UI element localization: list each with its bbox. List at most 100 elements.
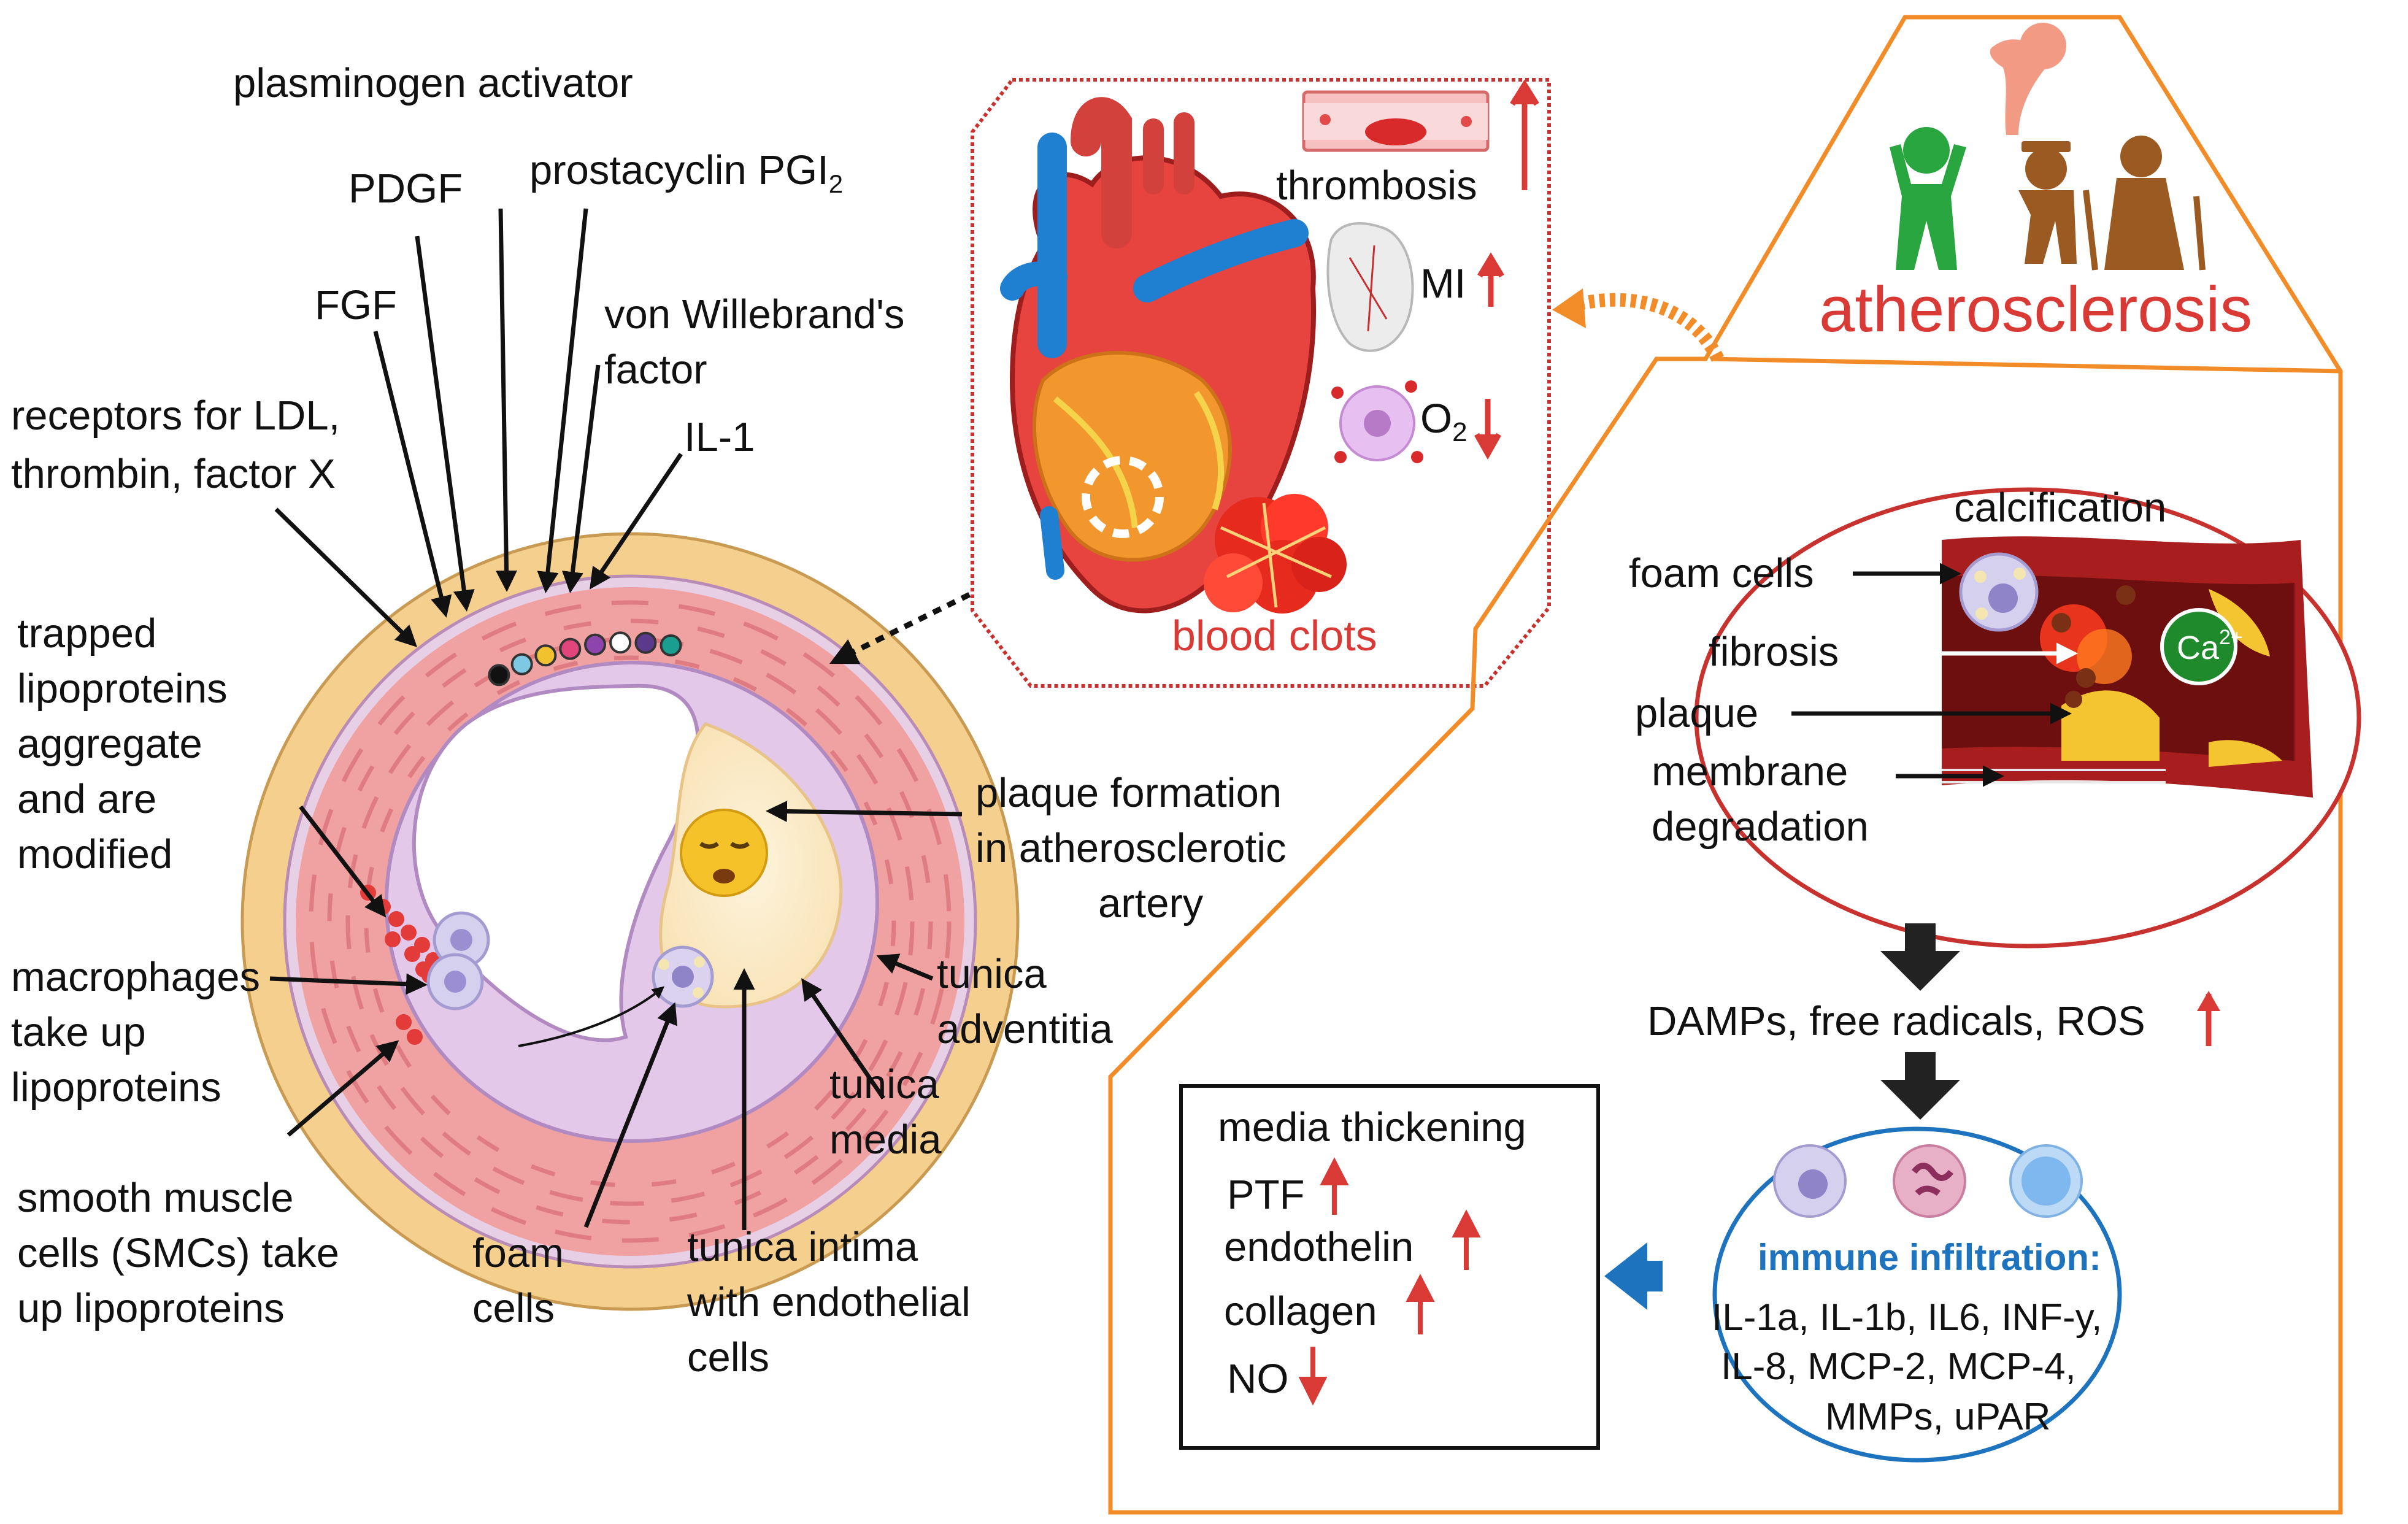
ros-up-arrow xyxy=(2197,991,2220,1046)
child-figure-icon xyxy=(1890,127,1966,270)
atherosclerosis-panel-frame xyxy=(1108,15,2343,1515)
ptf-label: PTF xyxy=(1227,1172,1305,1218)
immune-list-line2: IL-8, MCP-2, MCP-4, xyxy=(1721,1345,2076,1388)
thrombosis-label: thrombosis xyxy=(1276,163,1477,209)
tunica-media-label-line2: media xyxy=(829,1117,942,1163)
neutrophil-icon xyxy=(1893,1144,1966,1218)
elderly-woman-figure-icon xyxy=(2104,136,2206,271)
heart-panel: thrombosis MI O2 blood clots xyxy=(971,78,1551,688)
factor-dot xyxy=(584,633,606,656)
fibrosis-label: fibrosis xyxy=(1709,629,1839,675)
mi-label: MI xyxy=(1420,261,1466,307)
factor-label-arrows xyxy=(269,208,963,1230)
aging-figures-icon xyxy=(1890,23,2206,271)
calcium-circle: Ca2+ xyxy=(2160,608,2243,685)
cascade-down-arrows xyxy=(1880,923,1960,1120)
factor-dot xyxy=(534,644,557,667)
tunica-adventitia-label-line1: tunica xyxy=(937,951,1047,997)
lymphocyte-icon xyxy=(2009,1144,2083,1218)
stooped-figure-icon xyxy=(1990,23,2066,136)
receptors-label-line2: thrombin, factor X xyxy=(11,451,336,497)
immune-to-effects-arrow xyxy=(1604,1242,1663,1310)
calcification-label: calcification xyxy=(1954,485,2166,531)
atherosclerosis-title: atherosclerosis xyxy=(1819,274,2252,345)
immune-cell-icons xyxy=(1773,1144,2083,1218)
foam-cells-label-line1: foam xyxy=(472,1230,564,1276)
calcium-label: Ca2+ xyxy=(2177,626,2243,666)
tunica-media-label-line1: tunica xyxy=(829,1061,940,1107)
trapped-label-line2: lipoproteins xyxy=(17,666,228,712)
heart-up-down-arrows xyxy=(1474,79,1539,460)
effects-trend-arrows xyxy=(1298,1157,1481,1406)
calcification-label-arrows xyxy=(1791,563,2078,787)
collagen-label: collagen xyxy=(1224,1288,1377,1334)
atherosclerosis-panel: atherosclerosis Ca2+ calcificat xyxy=(1108,15,2361,1515)
panel-divider xyxy=(1711,356,2341,374)
down-arrow-1 xyxy=(1880,923,1960,991)
prostacyclin-label: prostacyclin PGI2 xyxy=(529,147,843,198)
plaque-label: plaque xyxy=(1635,690,1758,736)
smc-label-line1: smooth muscle xyxy=(17,1175,294,1221)
foam-cell-icon xyxy=(1959,552,2039,632)
no-label: NO xyxy=(1227,1356,1289,1402)
trapped-label-line3: aggregate xyxy=(17,721,202,767)
immune-list-line1: IL-1a, IL-1b, IL6, INF-y, xyxy=(1712,1296,2102,1339)
tunica-intima-label-line3: cells xyxy=(687,1334,769,1380)
immune-infiltration-title: immune infiltration: xyxy=(1758,1237,2101,1278)
il1-label: IL-1 xyxy=(684,414,755,460)
vwf-label-line1: von Willebrand's xyxy=(604,291,904,337)
macrophages-label-line2: take up xyxy=(11,1009,146,1055)
tunica-intima-label-line1: tunica intima xyxy=(687,1224,918,1270)
damps-label: DAMPs, free radicals, ROS xyxy=(1647,998,2145,1044)
smc-label-line3: up lipoproteins xyxy=(17,1285,285,1331)
smc-migration-arrow xyxy=(518,986,665,1047)
athero-to-heart-dotted-arrow xyxy=(1565,293,1724,362)
pdgf-label: PDGF xyxy=(348,166,463,212)
membrane-label-line1: membrane xyxy=(1652,749,1848,795)
infarcted-heart-icon xyxy=(1326,222,1414,352)
athero-to-heart-arrowhead xyxy=(1552,288,1586,328)
macrophage-cells xyxy=(426,911,490,1010)
membrane-strands xyxy=(1942,769,2166,783)
receptors-label-line1: receptors for LDL, xyxy=(11,393,340,439)
factor-dot xyxy=(634,631,657,654)
plasminogen-activator-label: plasminogen activator xyxy=(233,60,633,106)
monocyte-icon xyxy=(1773,1144,1847,1218)
factor-dot xyxy=(488,664,510,687)
factor-dot xyxy=(609,631,632,654)
macrophages-label-line3: lipoproteins xyxy=(11,1064,221,1110)
tunica-intima-label-line2: with endothelial xyxy=(687,1279,971,1325)
heart-illustration xyxy=(1000,97,1317,614)
trapped-label-line5: modified xyxy=(17,831,172,877)
endothelial-factor-dots xyxy=(488,631,682,687)
trapped-label-line1: trapped xyxy=(17,610,156,656)
tunica-adventitia-label-line2: adventitia xyxy=(937,1006,1114,1052)
factor-dot xyxy=(660,634,682,656)
macrophages-label-line1: macrophages xyxy=(11,954,260,1000)
artery-cross-section xyxy=(240,532,1020,1311)
foam-cells-athero-label: foam cells xyxy=(1629,550,1814,596)
blood-clots-label: blood clots xyxy=(1172,612,1377,660)
blood-clot-mass xyxy=(1204,494,1347,614)
immune-list-line3: MMPs, uPAR xyxy=(1825,1396,2050,1438)
foam-cells-label-line2: cells xyxy=(472,1285,555,1331)
sad-face-icon xyxy=(680,809,768,897)
factor-dot xyxy=(510,653,533,675)
membrane-label-line2: degradation xyxy=(1652,804,1869,850)
plaque-formation-label-line1: plaque formation xyxy=(975,770,1282,816)
vascular-effects-box xyxy=(1179,1084,1600,1450)
fgf-label: FGF xyxy=(315,282,397,328)
plaque-formation-label-line2: in atherosclerotic xyxy=(975,825,1286,871)
hypoxic-cell-icon xyxy=(1331,380,1423,463)
o2-label: O2 xyxy=(1420,396,1467,447)
thrombosis-vessel-icon xyxy=(1302,90,1490,152)
foam-cell-blob xyxy=(652,945,714,1008)
vwf-label-line2: factor xyxy=(604,347,707,393)
endothelin-label: endothelin xyxy=(1224,1224,1414,1270)
media-thickening-label: media thickening xyxy=(1218,1104,1526,1150)
down-arrow-2 xyxy=(1880,1052,1960,1120)
trapped-label-line4: and are xyxy=(17,776,156,822)
factor-dot xyxy=(559,637,582,660)
smooth-muscle-texture xyxy=(309,600,952,1243)
